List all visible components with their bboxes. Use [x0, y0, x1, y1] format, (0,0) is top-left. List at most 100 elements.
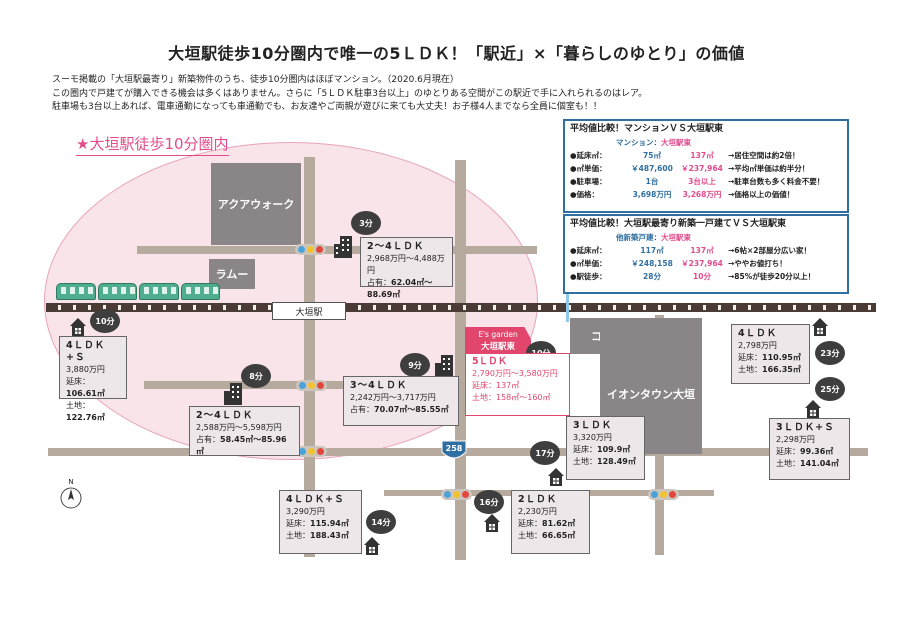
listing-card-house-4[interactable]: 3ＬＤＫ 3,320万円 延床：109.9㎡ 土地：128.49㎡	[566, 416, 645, 480]
walk-time-bubble: 23分	[815, 341, 845, 365]
route-258-icon: 258	[441, 440, 467, 462]
listing-type: 4ＬＤＫ+Ｓ	[66, 340, 106, 363]
train-car	[56, 283, 96, 300]
house-icon	[364, 537, 380, 555]
listing-land: 土地：66.65㎡	[518, 531, 576, 540]
listing-land: 土地：166.35㎡	[738, 365, 801, 374]
listing-area: 占有：62.04㎡～88.69㎡	[367, 278, 433, 299]
listing-type: 3ＬＤＫ+Ｓ	[776, 422, 835, 433]
train-car	[180, 283, 220, 300]
listing-price: 2,968万円～4,488万円	[367, 254, 445, 275]
traffic-signal-icon	[295, 244, 326, 255]
listing-area: 占有：70.07㎡～85.55㎡	[350, 405, 449, 414]
page-title: 大垣駅徒歩10分圏内で唯一の5ＬＤＫ！「駅近」×「暮らしのゆとり」の価値	[168, 44, 745, 63]
listing-floor: 延床：137㎡	[472, 381, 520, 390]
listing-card-house-3[interactable]: 2ＬＤＫ 2,230万円 延床：81.62㎡ 土地：66.65㎡	[511, 490, 590, 554]
listing-floor: 延床：115.94㎡	[286, 519, 349, 528]
ramu-building: ラムー	[209, 259, 255, 289]
intro-line: この圏内で戸建てが購入できる機会は多くはありません。さらに「5ＬＤＫ駐車3台以上…	[52, 88, 648, 99]
listing-type: 4ＬＤＫ+Ｓ	[286, 494, 345, 505]
train-icon	[56, 283, 220, 300]
intro-line: 駐車場も3台以上あれば、電車通勤になっても車通勤でも、お友達やご両親が遊びに来て…	[52, 102, 602, 112]
comparison-legend: 他新築戸建：大垣駅東	[616, 233, 691, 242]
train-car	[97, 283, 137, 300]
walk-time-bubble: 10分	[90, 309, 120, 333]
listing-type: 5ＬＤＫ	[472, 356, 508, 367]
house-icon	[805, 400, 821, 418]
listing-land: 土地：128.49㎡	[573, 457, 636, 466]
mansion-icon	[435, 355, 457, 377]
route-number: 258	[445, 444, 463, 453]
north-arrow-icon: N	[60, 478, 82, 509]
listing-floor: 延床：110.95㎡	[738, 353, 801, 362]
listing-price: 2,790万円～3,580万円	[472, 369, 558, 378]
listing-floor: 延床：81.62㎡	[518, 519, 576, 528]
traffic-signal-icon	[296, 380, 327, 391]
listing-card-house-1[interactable]: 4ＬＤＫ+Ｓ 3,880万円 延床：106.61㎡ 土地：122.76㎡	[59, 336, 127, 422]
house-icon	[484, 514, 500, 532]
listing-type: 4ＬＤＫ	[738, 328, 778, 339]
road-v2	[455, 160, 466, 560]
listing-type: 3ＬＤＫ	[573, 420, 613, 431]
mansion-icon	[334, 236, 356, 258]
listing-price: 2,242万円～3,717万円	[350, 393, 436, 402]
listing-floor: 延床：99.36㎡	[776, 447, 834, 456]
road-v1	[304, 157, 315, 557]
listing-price: 2,230万円	[518, 507, 557, 516]
house-icon	[812, 318, 828, 336]
listing-price: 2,588万円～5,598万円	[196, 423, 282, 432]
listing-land: 土地：141.04㎡	[776, 459, 839, 468]
railway-track	[46, 303, 876, 312]
comparison-row: ●㎡単価：￥248,158￥237,964→ややお値打ち！	[570, 259, 787, 268]
listing-area: 占有：58.45㎡～85.96㎡	[196, 435, 287, 456]
walk-time-bubble: 16分	[474, 490, 504, 514]
listing-type: 3～4ＬＤＫ	[350, 380, 408, 391]
listing-price: 3,880万円	[66, 365, 105, 374]
comparison-legend: マンション：大垣駅東	[616, 138, 691, 147]
listing-card-house-5[interactable]: 4ＬＤＫ 2,798万円 延床：110.95㎡ 土地：166.35㎡	[731, 324, 810, 384]
listing-type: 2ＬＤＫ	[518, 494, 558, 505]
listing-land: 土地：188.43㎡	[286, 531, 349, 540]
listing-land: 土地：158㎡～160㎡	[472, 393, 551, 402]
walk-time-bubble: 3分	[351, 211, 381, 235]
comparison-box-house: 平均値比較！大垣駅最寄り新築一戸建てＶＳ大垣駅東 他新築戸建：大垣駅東 ●延床㎡…	[563, 214, 849, 294]
comparison-title: 平均値比較！大垣駅最寄り新築一戸建てＶＳ大垣駅東	[570, 219, 787, 229]
listing-price: 2,798万円	[738, 341, 777, 350]
comparison-row: ●㎡単価：￥487,600￥237,964→平均㎡単価は約半分！	[570, 164, 810, 173]
listing-type: 2～4ＬＤＫ	[367, 241, 425, 252]
listing-card-mansion-1[interactable]: 2～4ＬＤＫ 2,968万円～4,488万円 占有：62.04㎡～88.69㎡	[360, 237, 453, 299]
listing-floor: 延床：109.9㎡	[573, 445, 631, 454]
walk-time-bubble: 9分	[400, 353, 430, 377]
listing-card-mansion-2[interactable]: 2～4ＬＤＫ 2,588万円～5,598万円 占有：58.45㎡～85.96㎡	[189, 406, 300, 456]
walk-time-bubble: 8分	[241, 364, 271, 388]
listing-card-mansion-3[interactable]: 3～4ＬＤＫ 2,242万円～3,717万円 占有：70.07㎡～85.55㎡	[343, 376, 459, 426]
house-icon	[548, 468, 564, 486]
ogaki-station-label: 大垣駅	[272, 302, 346, 320]
listing-floor: 延床：106.61㎡	[66, 377, 105, 398]
north-label: N	[68, 478, 74, 486]
listing-land: 土地：122.76㎡	[66, 401, 105, 422]
aquawalk-building: アクアウォーク	[211, 163, 301, 245]
listing-card-house-2[interactable]: 4ＬＤＫ+Ｓ 3,290万円 延床：115.94㎡ 土地：188.43㎡	[279, 490, 362, 554]
listing-price: 2,298万円	[776, 435, 815, 444]
featured-listing-card[interactable]: 5ＬＤＫ 2,790万円～3,580万円 延床：137㎡ 土地：158㎡～160…	[465, 353, 570, 416]
intro-text: スーモ掲載の「大垣駅最寄り」新築物件のうち、徒歩10分圏内はほぼマンション。（2…	[52, 74, 647, 115]
listing-price: 3,320万円	[573, 433, 612, 442]
train-car	[139, 283, 179, 300]
listing-price: 3,290万円	[286, 507, 325, 516]
traffic-signal-icon	[441, 489, 472, 500]
traffic-signal-icon	[648, 489, 679, 500]
walk-radius-label: ★大垣駅徒歩10分圏内	[76, 133, 229, 156]
listing-card-house-6[interactable]: 3ＬＤＫ+Ｓ 2,298万円 延床：99.36㎡ 土地：141.04㎡	[769, 418, 850, 480]
walk-time-bubble: 14分	[366, 510, 396, 534]
listing-type: 2～4ＬＤＫ	[196, 410, 254, 421]
mansion-icon	[224, 383, 246, 405]
walk-time-bubble: 17分	[530, 441, 560, 465]
comparison-title: 平均値比較！マンションＶＳ大垣駅東	[570, 124, 724, 134]
